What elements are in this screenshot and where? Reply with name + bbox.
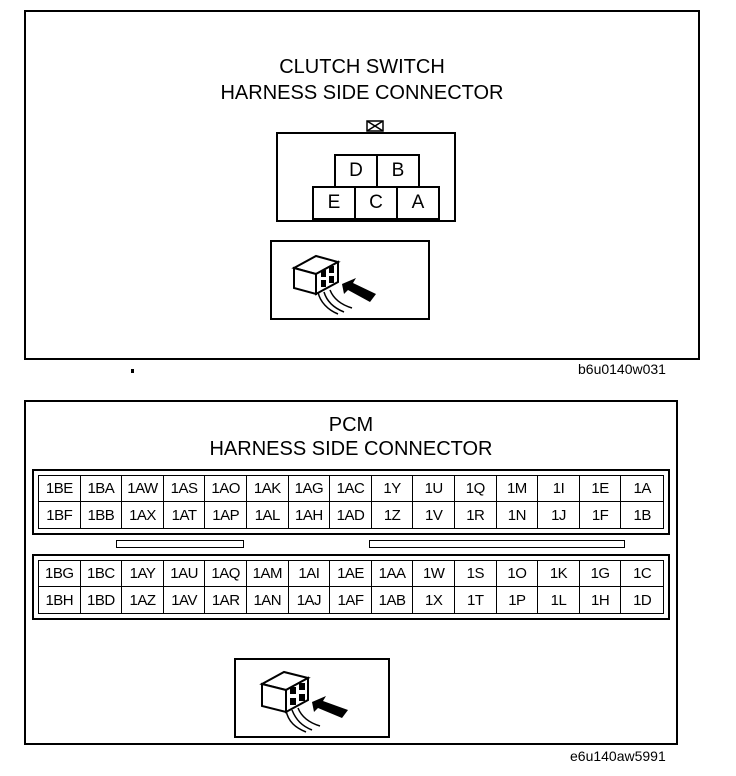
pin-cell: 1AB (372, 587, 414, 613)
pin-cell: 1BC (80, 561, 123, 587)
pin-cell: 1AZ (122, 587, 164, 613)
pin-cell: 1AP (205, 502, 247, 528)
connector-plug-icon (259, 670, 348, 733)
pin-cell: 1AA (371, 561, 414, 587)
pin-cell: 1W (413, 561, 455, 587)
pin-cell: 1L (538, 587, 580, 613)
pin-cell: 1AM (246, 561, 289, 587)
pin-cell: 1E (579, 476, 622, 502)
pin-cell: 1AT (164, 502, 206, 528)
pin-cell: 1V (413, 502, 455, 528)
pin-cell: 1BF (39, 502, 81, 528)
pin-cell: 1M (496, 476, 539, 502)
pin-cell: 1AD (330, 502, 372, 528)
pin-cell: 1U (413, 476, 455, 502)
pcm-title: PCM (328, 414, 374, 436)
clutch-subtitle: HARNESS SIDE CONNECTOR (220, 82, 504, 104)
pin-cell: 1G (579, 561, 622, 587)
pin-cell: 1R (455, 502, 497, 528)
connector-plug-icon (291, 254, 376, 315)
pin-cell: 1AG (288, 476, 331, 502)
pin-cell: 1AY (122, 561, 164, 587)
pin-cell: 1AF (330, 587, 372, 613)
pin-cell: 1AW (122, 476, 164, 502)
pin-cell: 1AR (205, 587, 247, 613)
pin-cell: 1BG (39, 561, 81, 587)
pin-cell: 1AO (205, 476, 247, 502)
pin-cell: 1O (496, 561, 539, 587)
pin-cell: 1Z (372, 502, 414, 528)
pin-cell: 1Q (454, 476, 497, 502)
pin-cell: 1K (538, 561, 580, 587)
pcm-caption: e6u140aw5991 (570, 748, 666, 764)
pin-cell: 1AQ (205, 561, 247, 587)
connector-view-box (270, 240, 430, 320)
pin-cell: 1F (580, 502, 622, 528)
clutch-connector-diagram: D B E C A (276, 120, 456, 222)
pin-cell: 1BB (81, 502, 123, 528)
pin-cell: 1T (455, 587, 497, 613)
pin-cell: 1X (413, 587, 455, 613)
pin-cell: 1Y (371, 476, 414, 502)
pin-cell: 1AU (163, 561, 206, 587)
pin-cell: 1AL (247, 502, 289, 528)
pin-cell: A (396, 186, 440, 220)
clutch-caption: b6u0140w031 (578, 361, 666, 377)
pin-cell: 1AS (163, 476, 206, 502)
pin-cell: 1BH (39, 587, 81, 613)
pin-cell: 1BA (80, 476, 123, 502)
pin-cell: C (354, 186, 398, 220)
pin-cell: 1S (454, 561, 497, 587)
pin-cell: 1AN (247, 587, 289, 613)
pin-cell: 1I (538, 476, 580, 502)
pin-cell: 1AX (122, 502, 164, 528)
pin-cell: 1C (621, 561, 663, 587)
pin-cell: 1D (633, 591, 652, 609)
pin-cell: 1AK (246, 476, 289, 502)
pcm-subtitle: HARNESS SIDE CONNECTOR (209, 438, 493, 460)
connector-view-box (234, 658, 390, 738)
pin-cell: 1H (580, 587, 622, 613)
pin-cell: D (334, 154, 378, 188)
pin-cell: 1N (497, 502, 539, 528)
pin-cell: 1BE (39, 476, 81, 502)
connector-key-bar (116, 540, 244, 548)
clutch-title: CLUTCH SWITCH (279, 56, 445, 78)
connector-housing (276, 132, 456, 222)
pin-cell: 1A (621, 476, 663, 502)
pin-cell: 1AI (288, 561, 331, 587)
pin-cell: 1AC (330, 476, 372, 502)
stray-mark (131, 369, 134, 373)
pin-cell: 1AV (164, 587, 206, 613)
lock-tab-icon (366, 120, 384, 132)
pin-cell: 1P (497, 587, 539, 613)
connector-key-bar (369, 540, 625, 548)
pin-cell: 1BD (81, 587, 123, 613)
pin-cell: B (376, 154, 420, 188)
pin-cell: 1AE (330, 561, 372, 587)
pin-cell: 1AJ (289, 587, 331, 613)
pin-cell: 1B (633, 506, 652, 524)
pin-cell: 1AH (289, 502, 331, 528)
pin-cell: 1J (538, 502, 580, 528)
clutch-switch-panel: CLUTCH SWITCH HARNESS SIDE CONNECTOR D B… (24, 10, 700, 360)
pin-cell: E (312, 186, 356, 220)
